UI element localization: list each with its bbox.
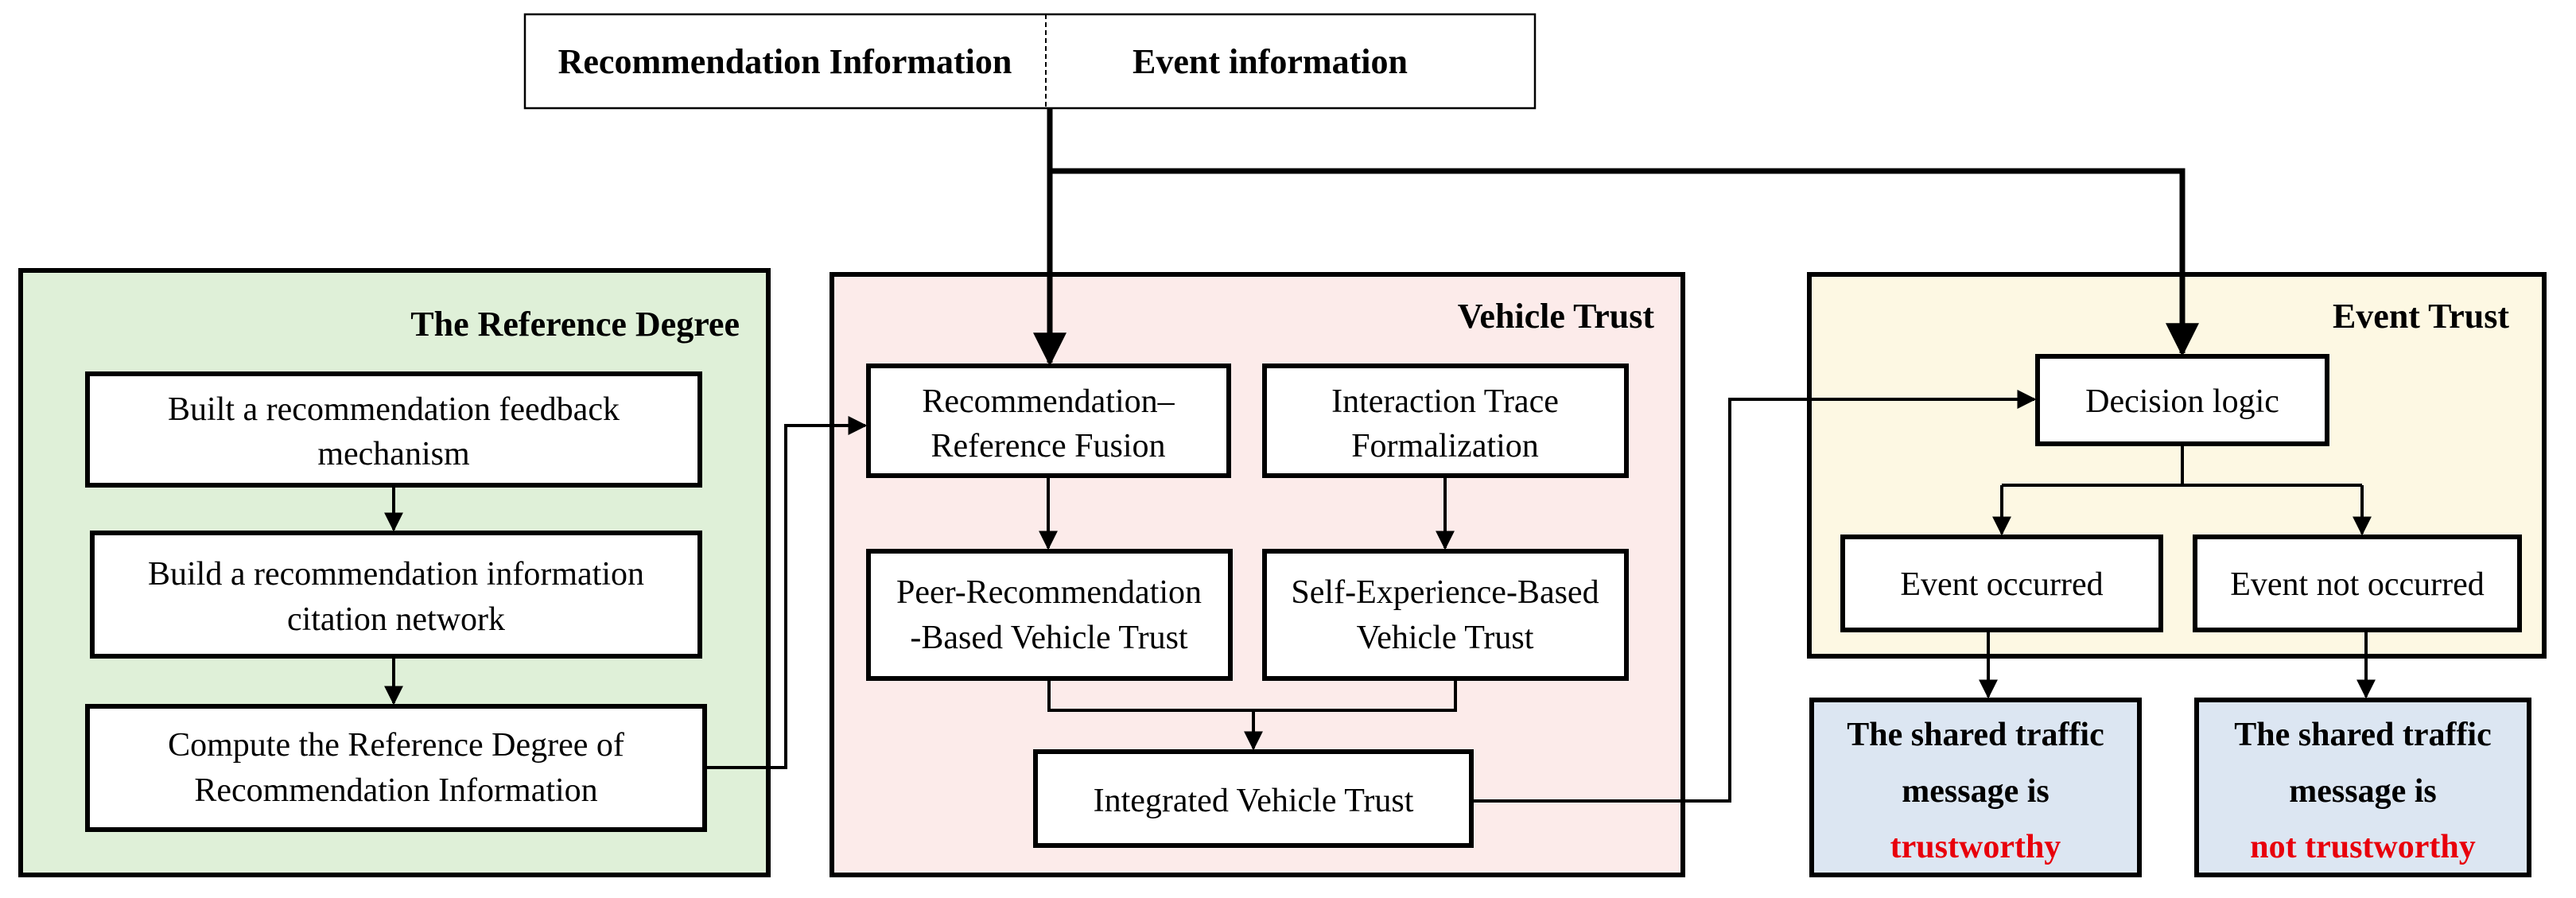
interaction-trace-box: Interaction Trace Formalization	[1262, 363, 1629, 478]
step-compute-reference-degree-box: Compute the Reference Degree of Recommen…	[85, 704, 707, 832]
svg-text:Decision logic: Decision logic	[2085, 383, 2279, 420]
input-box: Recommendation Information Event informa…	[523, 13, 1537, 110]
connectors	[384, 108, 2376, 803]
decision-logic-box: Decision logic	[2035, 354, 2329, 446]
outcome-trustworthy-box: The shared traffic message is trustworth…	[1809, 698, 2142, 877]
svg-text:Build a recommendation informa: Build a recommendation information	[148, 556, 644, 593]
verdict-not-trustworthy: not trustworthy	[2250, 829, 2475, 865]
event-not-occurred-box: Event not occurred	[2193, 535, 2522, 632]
svg-text:The shared traffic: The shared traffic	[2234, 717, 2492, 753]
svg-text:Reference Fusion: Reference Fusion	[931, 428, 1165, 465]
arrow-input-to-decision	[1050, 168, 2199, 357]
peer-recommendation-trust-box: Peer-Recommendation -Based Vehicle Trust	[866, 549, 1233, 681]
recommendation-reference-fusion-box: Recommendation– Reference Fusion	[866, 363, 1231, 478]
vehicle-trust-title: Vehicle Trust	[1458, 297, 1655, 336]
svg-text:citation network: citation network	[287, 601, 505, 638]
reference-degree-title: The Reference Degree	[410, 305, 740, 344]
integrated-vehicle-trust-box: Integrated Vehicle Trust	[1033, 749, 1474, 848]
event-trust-title: Event Trust	[2333, 297, 2509, 336]
svg-text:message is: message is	[2289, 773, 2436, 810]
svg-text:mechanism: mechanism	[317, 436, 470, 472]
svg-text:The shared traffic: The shared traffic	[1847, 717, 2104, 753]
svg-text:Compute the Reference Degree o: Compute the Reference Degree of	[168, 727, 624, 764]
svg-text:message is: message is	[1902, 773, 2049, 810]
arrow-reference-to-fusion	[705, 416, 868, 769]
event-occurred-box: Event occurred	[1840, 535, 2163, 632]
svg-text:Recommendation–: Recommendation–	[922, 383, 1175, 420]
svg-text:Self-Experience-Based: Self-Experience-Based	[1291, 574, 1599, 611]
verdict-trustworthy: trustworthy	[1890, 829, 2061, 865]
svg-text:Vehicle Trust: Vehicle Trust	[1357, 620, 1534, 656]
svg-text:Integrated Vehicle Trust: Integrated Vehicle Trust	[1094, 783, 1414, 819]
svg-text:Formalization: Formalization	[1351, 428, 1539, 465]
step-citation-network-box: Build a recommendation information citat…	[90, 531, 702, 659]
svg-text:Built a recommendation feedbac: Built a recommendation feedback	[168, 391, 620, 428]
svg-text:Event not occurred: Event not occurred	[2230, 566, 2485, 603]
recommendation-information-label: Recommendation Information	[558, 42, 1012, 81]
svg-text:Event occurred: Event occurred	[1900, 566, 2103, 603]
outcome-not-trustworthy-box: The shared traffic message is not trustw…	[2194, 698, 2531, 877]
svg-text:Peer-Recommendation: Peer-Recommendation	[896, 574, 1202, 611]
svg-text:Recommendation Information: Recommendation Information	[194, 772, 597, 809]
svg-text:Interaction Trace: Interaction Trace	[1331, 383, 1559, 420]
self-experience-trust-box: Self-Experience-Based Vehicle Trust	[1262, 549, 1629, 681]
step-feedback-box: Built a recommendation feedback mechanis…	[85, 371, 702, 488]
arrow-integrated-to-decision	[1471, 390, 2037, 803]
svg-text:-Based Vehicle Trust: -Based Vehicle Trust	[910, 620, 1188, 656]
event-information-label: Event information	[1133, 42, 1408, 81]
